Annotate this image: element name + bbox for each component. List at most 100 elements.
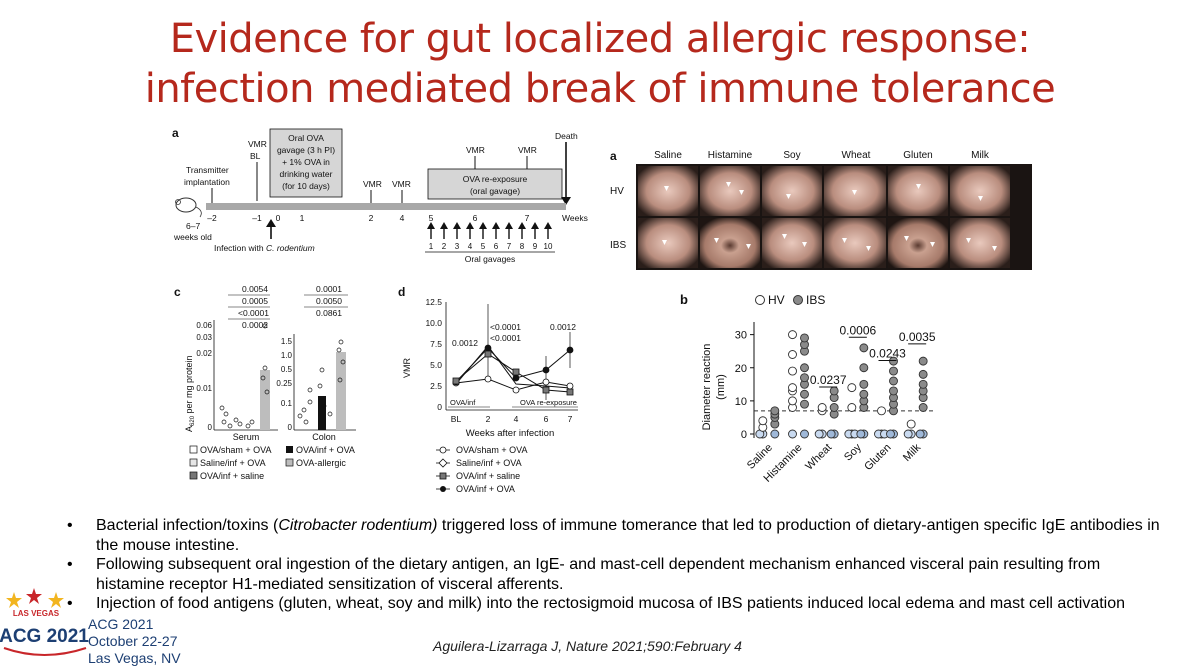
b-ytick-label: 20: [735, 363, 747, 375]
bullet-1: Bacterial infection/toxins (Citrobacter …: [62, 516, 1172, 555]
colon-ytick-025: 0.25: [276, 379, 292, 388]
timeline-figure: a VMR BL Oral OVA gavage (3 h PI) + 1% O…: [172, 126, 588, 264]
d-xtick-6: 6: [544, 414, 549, 424]
d-xtick-4: 4: [514, 414, 519, 424]
hv-point: [758, 416, 768, 426]
colon-ytick-01: 0.1: [281, 399, 293, 408]
panel-d-points: [452, 344, 574, 396]
ibs-point: [859, 379, 869, 389]
citation: Aguilera-Lizarraga J, Nature 2021;590:Fe…: [433, 638, 742, 654]
b-pval-label: 0.0035: [899, 330, 936, 344]
conference-location: Las Vegas, NV: [88, 650, 181, 666]
ibs-point: [918, 356, 928, 366]
col-soy: Soy: [783, 150, 800, 161]
phase-label-2: OVA re-exposure: [520, 398, 577, 407]
gavage-num-8: 8: [520, 242, 525, 251]
panel-c-ylabel: A620 per mg protein: [184, 355, 196, 432]
ibs-point: [800, 373, 809, 383]
d-ytick-75: 7.5: [430, 339, 442, 349]
b-category-label: Milk: [901, 441, 924, 464]
transmitter-line-2: implantation: [184, 177, 230, 187]
tick-m1: –1: [252, 213, 262, 223]
vmr-6-label: VMR: [466, 145, 485, 155]
group-serum: Serum: [233, 432, 260, 442]
conference-dates: October 22-27: [88, 633, 178, 649]
panel-d-figure: d VMR 12.5 10.0 7.5 5.0 2.5 0 0.0012 <0.…: [398, 285, 578, 494]
death-label: Death: [555, 131, 578, 141]
weeks-label: Weeks: [562, 213, 588, 223]
serum-ytick-006: 0.06: [196, 321, 212, 330]
b-pval-label: 0.0006: [839, 323, 876, 337]
col-histamine: Histamine: [708, 150, 753, 161]
age-line-2: weeks old: [173, 232, 212, 242]
logo-text: ACG 2021: [0, 626, 89, 647]
tick-0: 0: [276, 213, 281, 223]
box1-line-4: drinking water: [280, 169, 333, 179]
row-hv: HV: [610, 186, 624, 197]
ibs-point: [800, 389, 809, 399]
endoscopy-ibs-row: [638, 218, 1010, 268]
panel-d-xlabel: Weeks after infection: [466, 428, 555, 439]
conference-name: ACG 2021: [88, 616, 154, 632]
row-ibs: IBS: [610, 240, 626, 251]
serum-ytick-001: 0.01: [196, 384, 212, 393]
ibs-point: [829, 386, 839, 396]
ibs-point: [829, 403, 839, 412]
legend-c-2: OVA/inf + OVA: [296, 445, 355, 455]
timeline-bar: [206, 203, 566, 210]
hv-point: [817, 403, 827, 412]
ibs-point: [770, 406, 780, 416]
pval-serum-3: <0.0001: [238, 308, 269, 318]
legend-b-hv: HV: [768, 293, 785, 307]
d-ytick-125: 12.5: [425, 297, 442, 307]
mouse-icon: [175, 197, 202, 218]
vmr-bl-label: VMR: [248, 139, 267, 149]
panel-c-figure: c 0.0054 0.0005 <0.0001 0.0002 0.0001 0.…: [174, 284, 356, 481]
vmr-7-label: VMR: [518, 145, 537, 155]
panel-endo-label: a: [610, 149, 617, 163]
title-line-1: Evidence for gut localized allergic resp…: [169, 16, 1031, 62]
legend-c-4: OVA-allergic: [296, 458, 346, 468]
gavage-num-5: 5: [481, 242, 486, 251]
pval-colon-3: 0.0861: [316, 308, 342, 318]
ibs-point: [856, 429, 866, 439]
pval-d-1: 0.0012: [452, 338, 478, 348]
gavage-num-7: 7: [507, 242, 512, 251]
gavage-num-9: 9: [533, 242, 538, 251]
infection-label: Infection with C. rodentium: [214, 243, 315, 253]
panel-b-label: b: [680, 292, 688, 307]
pval-serum-1: 0.0054: [242, 284, 268, 294]
endoscopy-figure: a Saline Histamine Soy Wheat Gluten Milk…: [610, 149, 1032, 270]
panel-a-label: a: [172, 126, 179, 140]
b-category-label: Gluten: [862, 442, 893, 473]
transmitter-line-1: Transmitter: [186, 165, 229, 175]
gavage-num-10: 10: [544, 242, 553, 251]
ibs-point: [859, 363, 869, 373]
panel-b-chart: b HV IBS Diameter reaction (mm) 3020100S…: [680, 292, 936, 485]
tick-4: 4: [400, 213, 405, 223]
tick-m2: –2: [207, 213, 217, 223]
tick-6: 6: [473, 213, 478, 223]
ibs-point: [859, 389, 869, 399]
vmr-2-label: VMR: [363, 179, 382, 189]
d-ytick-0: 0: [437, 402, 442, 412]
bullet-2: Following subsequent oral ingestion of t…: [62, 555, 1172, 594]
colon-ytick-10: 1.0: [281, 351, 293, 360]
ibs-point: [889, 356, 898, 366]
ibs-point: [826, 429, 836, 439]
col-gluten: Gluten: [903, 150, 932, 161]
box2-line-1: OVA re-exposure: [463, 174, 528, 184]
hv-point: [814, 429, 824, 439]
ibs-point: [889, 366, 898, 376]
box1-line-2: gavage (3 h PI): [277, 145, 335, 155]
oral-gavages-label: Oral gavages: [465, 254, 516, 264]
legend-d-1: OVA/sham + OVA: [456, 445, 527, 455]
colon-ytick-0: 0: [288, 423, 293, 432]
serum-points: [219, 323, 270, 429]
b-ytick-label: 30: [735, 330, 747, 342]
ibs-point: [800, 363, 809, 373]
col-wheat: Wheat: [842, 150, 871, 161]
pval-d-4: 0.0012: [550, 322, 576, 332]
d-xtick-2: 2: [486, 414, 491, 424]
col-saline: Saline: [654, 150, 682, 161]
